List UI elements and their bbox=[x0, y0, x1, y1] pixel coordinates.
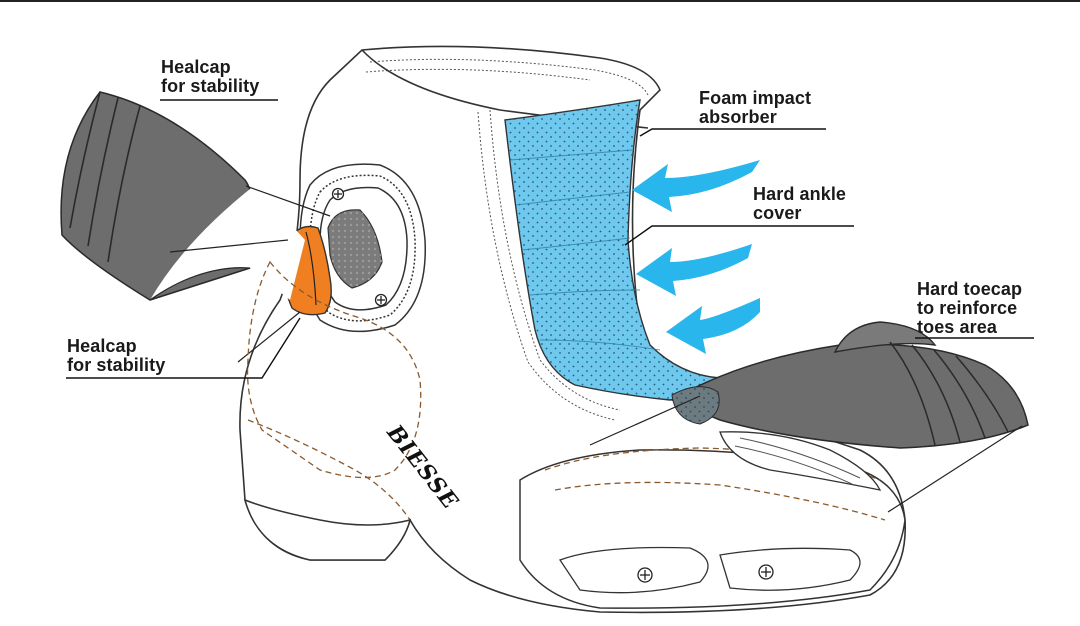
label-healcap-bottom-line1: Healcap bbox=[67, 336, 137, 356]
impact-arrow-icon bbox=[666, 298, 760, 354]
heel-lower-stitch bbox=[247, 419, 411, 521]
leader-lines bbox=[66, 99, 1034, 379]
label-healcap-bottom-line2: for stability bbox=[67, 355, 166, 375]
leader-healcap-bottom bbox=[66, 317, 301, 379]
label-toecap: Hard toecap to reinforce toes area bbox=[917, 280, 1022, 337]
label-ankle-line2: cover bbox=[753, 203, 802, 223]
label-healcap-bottom: Healcap for stability bbox=[67, 337, 165, 375]
heel-block bbox=[243, 498, 412, 561]
label-foam-line2: absorber bbox=[699, 107, 777, 127]
ankle-screws bbox=[331, 187, 388, 307]
label-toecap-line2: to reinforce bbox=[917, 298, 1018, 318]
label-ankle-line1: Hard ankle bbox=[753, 184, 847, 204]
leader-foam bbox=[639, 128, 826, 137]
exploded-toecap bbox=[670, 321, 1029, 449]
label-healcap-top: Healcap for stability bbox=[161, 58, 259, 96]
label-healcap-top-line1: Healcap bbox=[161, 57, 231, 77]
foam-impact-absorber bbox=[504, 99, 722, 401]
impact-arrows bbox=[632, 160, 760, 354]
heel-counter-stitch bbox=[246, 260, 422, 479]
label-healcap-top-line2: for stability bbox=[161, 76, 260, 96]
label-ankle: Hard ankle cover bbox=[753, 185, 846, 223]
label-toecap-line1: Hard toecap bbox=[917, 279, 1023, 299]
ankle-mesh-texture bbox=[328, 209, 382, 288]
label-foam: Foam impact absorber bbox=[699, 89, 811, 127]
heelcap-seam bbox=[305, 231, 317, 306]
toecap-mesh-texture bbox=[672, 386, 720, 424]
exploded-heel-shell bbox=[60, 91, 305, 301]
leader-ankle bbox=[624, 225, 854, 246]
toe-box bbox=[519, 431, 906, 609]
impact-arrow-icon bbox=[636, 244, 752, 296]
shaft-stitching bbox=[365, 58, 649, 421]
label-toecap-line3: toes area bbox=[917, 317, 997, 337]
label-foam-line1: Foam impact bbox=[699, 88, 812, 108]
impact-arrow-icon bbox=[632, 160, 760, 212]
toecap-guides bbox=[589, 395, 1023, 513]
